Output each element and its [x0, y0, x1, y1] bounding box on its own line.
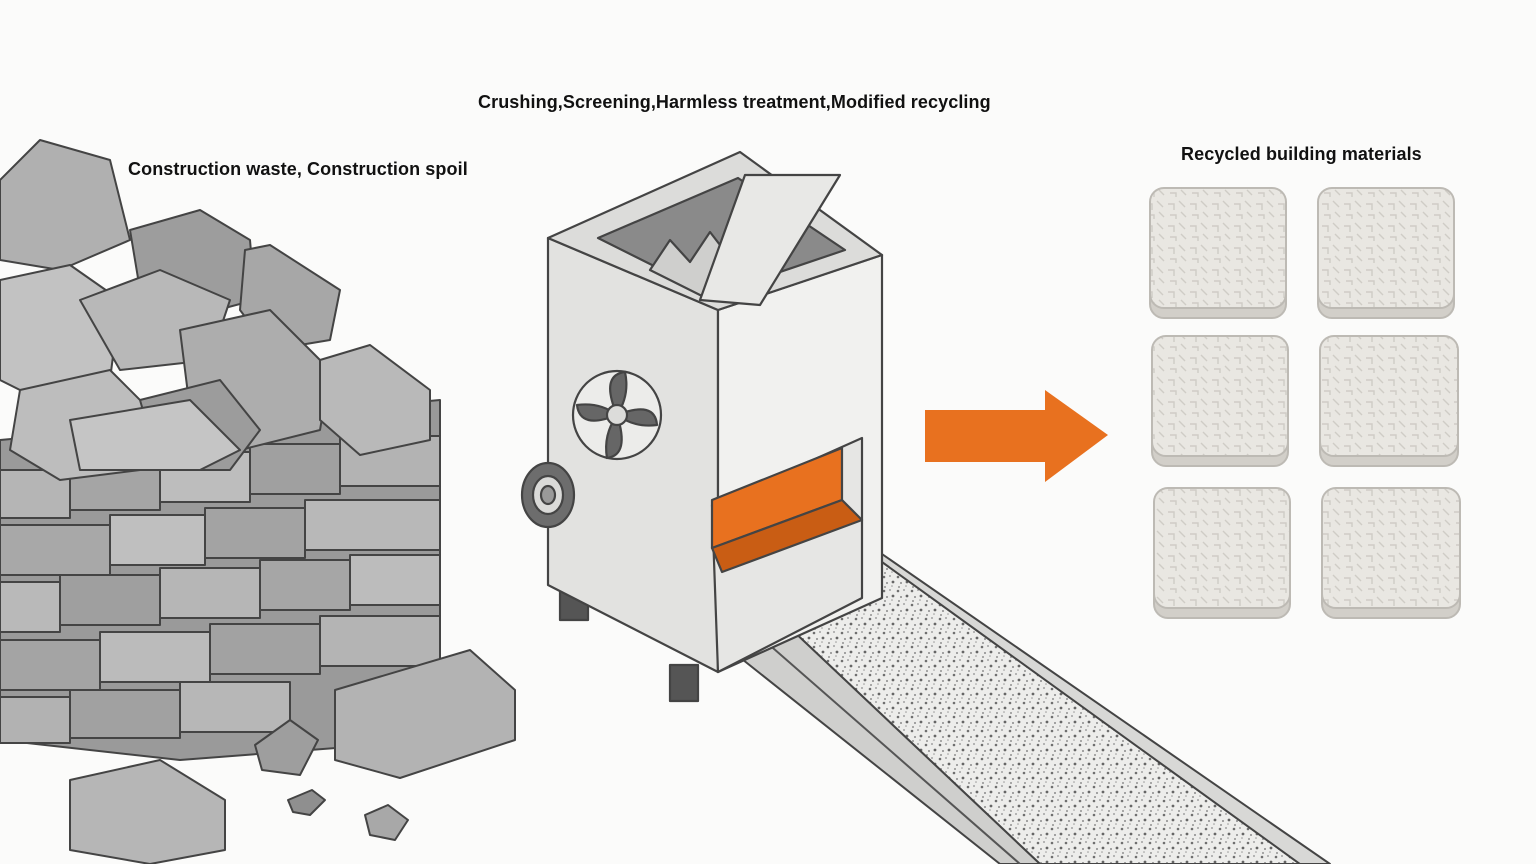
rubble-chunk-3: [364, 804, 409, 841]
input-label: Construction waste, Construction spoil: [128, 159, 468, 179]
recycled-tile: [1151, 335, 1289, 467]
recycled-tile: [1321, 487, 1461, 619]
process-label: Crushing,Screening,Harmless treatment,Mo…: [478, 92, 991, 112]
recycled-tiles-grid: [1149, 187, 1461, 619]
rubble-block-bottom: [69, 759, 226, 864]
recycled-tile: [1319, 335, 1459, 467]
knob-icon: [520, 461, 576, 529]
brick-wall: [0, 399, 441, 761]
recycled-tile: [1149, 187, 1287, 319]
recycled-tile: [1153, 487, 1291, 619]
right-arrow-icon: [925, 390, 1108, 482]
output-label: Recycled building materials: [1181, 144, 1422, 164]
rubble-block-right: [334, 649, 516, 779]
construction-waste-pile: [0, 139, 516, 864]
machine-leg-right: [668, 663, 700, 703]
crusher-machine: [520, 150, 884, 703]
rubble-top: [0, 139, 431, 481]
fan-icon: [571, 369, 663, 461]
rubble-chunk-2: [287, 789, 326, 816]
rubble-chunk-1: [254, 719, 319, 776]
recycled-tile: [1317, 187, 1455, 319]
